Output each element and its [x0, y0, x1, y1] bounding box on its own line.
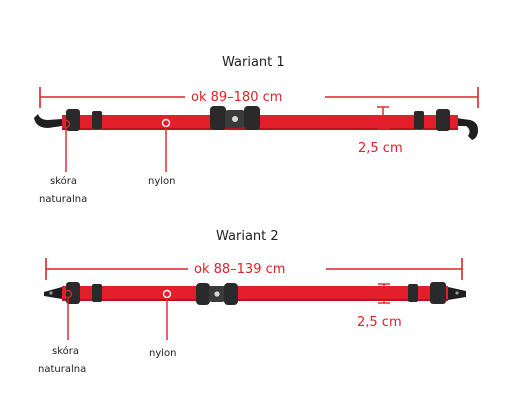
- nylon-band-shadow: [62, 128, 458, 130]
- leather-end-left: [34, 114, 62, 128]
- variant-2-strap: [44, 282, 466, 305]
- variant-1-length-dimension: ok 89–180 cm: [39, 87, 479, 108]
- nylon-band: [62, 286, 448, 301]
- variant-2-nylon-label: nylon: [149, 348, 177, 359]
- variant-1-leather-callout: skóra naturalna: [39, 119, 87, 205]
- buckle-left: [66, 109, 80, 131]
- variant-2-title: Wariant 2: [216, 229, 279, 244]
- variant-2-leather-label-line2: naturalna: [38, 364, 86, 375]
- keeper-right: [408, 284, 418, 302]
- buckle-right: [436, 109, 450, 131]
- leather-end-left: [44, 287, 62, 299]
- adjuster-left-part: [196, 283, 210, 305]
- variant-2-nylon-callout: nylon: [149, 289, 177, 359]
- keeper-left: [92, 111, 102, 129]
- keeper-left: [92, 284, 102, 302]
- variant-2: Wariant 2 ok 88–139 cm: [38, 229, 466, 375]
- variant-1-nylon-label: nylon: [148, 176, 176, 187]
- variant-2-leather-label-line1: skóra: [52, 345, 79, 357]
- adjuster-right-part: [224, 283, 238, 305]
- leather-end-right: [456, 118, 478, 140]
- keeper-right: [414, 111, 424, 129]
- adjuster-right-part: [244, 106, 260, 130]
- variant-1-width-label: 2,5 cm: [358, 141, 403, 156]
- variant-1-leather-label-line1: skóra: [50, 175, 77, 187]
- nylon-band-shadow: [62, 299, 448, 301]
- variant-2-width-dimension: 2,5 cm: [357, 283, 402, 330]
- variant-1-width-dimension: 2,5 cm: [358, 106, 403, 156]
- variant-1-title: Wariant 1: [222, 55, 285, 70]
- variant-2-width-label: 2,5 cm: [357, 315, 402, 330]
- variant-2-leather-callout: skóra naturalna: [38, 289, 86, 375]
- adjuster-rivet: [214, 291, 220, 297]
- variant-2-length-dimension: ok 88–139 cm: [45, 258, 463, 280]
- variant-2-length-label: ok 88–139 cm: [194, 262, 285, 277]
- variant-1-length-label: ok 89–180 cm: [191, 90, 282, 105]
- variant-1-leather-label-line2: naturalna: [39, 194, 87, 205]
- variant-1-strap: [34, 106, 478, 140]
- adjuster-rivet: [232, 116, 238, 122]
- variant-1-nylon-callout: nylon: [148, 118, 176, 187]
- variant-1: Wariant 1 ok 89–180 cm: [34, 55, 479, 205]
- buckle-right: [430, 282, 446, 304]
- adjuster-left-part: [210, 106, 226, 130]
- buckle-left: [66, 282, 80, 304]
